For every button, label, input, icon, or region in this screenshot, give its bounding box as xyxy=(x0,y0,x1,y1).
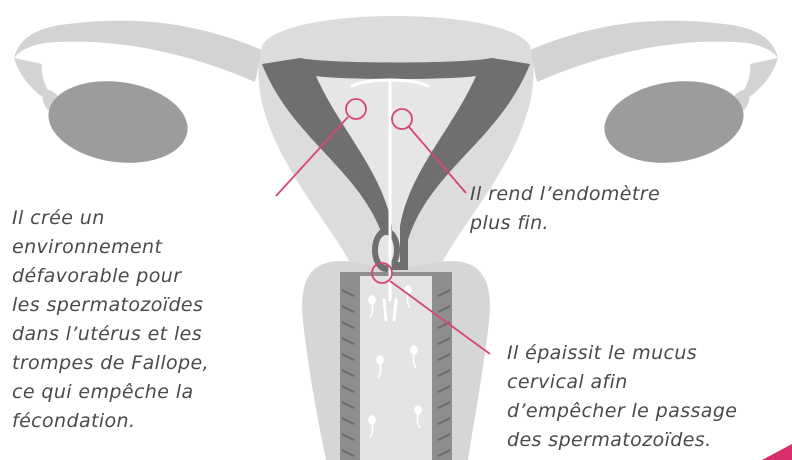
annotation-line: cervical afin xyxy=(507,368,737,397)
fallopian-tube-right xyxy=(530,21,778,82)
annotation-line: trompes de Fallope, xyxy=(12,349,209,378)
cervical-bulb-inner xyxy=(378,235,394,265)
annotation-line: Il épaissit le mucus xyxy=(507,339,737,368)
annotation-line: dans l’utérus et les xyxy=(12,320,209,349)
annotation-endometrium: Il rend l’endomètre plus fin. xyxy=(470,180,660,238)
annotation-line: environnement xyxy=(12,233,209,262)
fallopian-tube-left xyxy=(14,21,262,82)
annotation-line: des spermatozoïdes. xyxy=(507,426,737,455)
annotation-environment: Il crée un environnement défavorable pou… xyxy=(12,204,209,436)
ovary-left xyxy=(43,73,193,172)
annotation-line: défavorable pour xyxy=(12,262,209,291)
corner-accent xyxy=(762,444,792,460)
annotation-line: Il crée un xyxy=(12,204,209,233)
annotation-line: plus fin. xyxy=(470,209,660,238)
ovary-right xyxy=(599,73,749,172)
annotation-line: les spermatozoïdes xyxy=(12,291,209,320)
annotation-line: ce qui empêche la xyxy=(12,378,209,407)
annotation-mucus: Il épaissit le mucus cervical afin d’emp… xyxy=(507,339,737,455)
annotation-line: fécondation. xyxy=(12,407,209,436)
annotation-line: d’empêcher le passage xyxy=(507,397,737,426)
annotation-line: Il rend l’endomètre xyxy=(470,180,660,209)
